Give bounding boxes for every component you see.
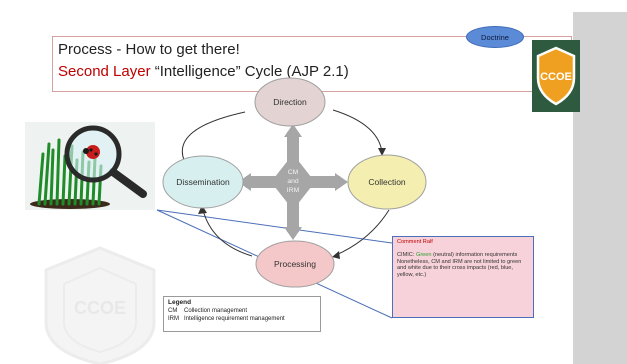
logo-text: CCOE (540, 71, 572, 83)
comment-green-word: Green (415, 251, 432, 258)
comment-prefix: CIMIC: (397, 251, 415, 258)
comment-header: Comment Ralf (397, 239, 433, 245)
comment-line1: CIMIC: Green (neutral) information requi… (397, 252, 529, 259)
ccoe-logo: CCOE (532, 40, 580, 112)
arrowhead-processing (332, 251, 340, 259)
legend-text: Intelligence requirement management (184, 316, 285, 322)
arc-collection-processing (335, 209, 390, 256)
subtitle-highlight: Second Layer (58, 63, 151, 80)
watermark-shield-icon: CCOE (44, 246, 156, 364)
magnifying-glass-icon (25, 122, 155, 210)
hub-label-line1: CM (288, 169, 299, 176)
slide-title: Process - How to get there! (58, 41, 240, 58)
legend-abbr: CM (168, 308, 178, 314)
node-dissemination-label: Dissemination (176, 177, 230, 187)
magnifier-grass-image (25, 122, 155, 210)
legend-row: IRM Intelligence requirement management (168, 315, 316, 323)
arc-direction-collection (332, 109, 383, 153)
arc-processing-dissemination (202, 209, 253, 257)
node-processing-label: Processing (274, 259, 316, 269)
subtitle-rest: “Intelligence” Cycle (AJP 2.1) (150, 63, 349, 80)
node-collection (347, 154, 427, 210)
node-direction (254, 77, 326, 127)
logo-shield-icon: CCOE (532, 40, 580, 112)
comment-suffix: (neutral) information requirements (431, 251, 518, 258)
arrowhead-dissemination (198, 205, 207, 214)
node-collection-label: Collection (368, 177, 406, 187)
legend-abbr: IRM (168, 316, 179, 322)
arrowhead-collection (378, 148, 386, 156)
legend-title: Legend (168, 299, 192, 306)
slide-subtitle: Second Layer “Intelligence” Cycle (AJP 2… (58, 63, 349, 80)
legend-text: Collection management (184, 308, 248, 314)
ccoe-watermark: CCOE (20, 230, 180, 364)
hub-cross-arrows (238, 124, 348, 240)
connector-line-top (156, 209, 393, 244)
node-processing (255, 240, 335, 288)
legend-row: CM Collection management (168, 307, 316, 315)
legend-box: Legend CM Collection management IRM Intell… (163, 296, 321, 332)
node-dissemination (162, 155, 244, 209)
right-side-band (573, 12, 627, 364)
comment-box[interactable]: Comment Ralf CIMIC: Green (neutral) info… (392, 236, 534, 318)
hub-label-line2: and (287, 178, 299, 185)
doctrine-badge[interactable]: Doctrine (466, 26, 524, 48)
watermark-text: CCOE (74, 298, 126, 318)
node-direction-label: Direction (273, 97, 307, 107)
hub-label-line3: IRM (287, 187, 300, 194)
comment-line2: Nonetheless, CM and IRM are not limited … (397, 258, 522, 279)
arc-direction-dissemination (181, 111, 246, 161)
